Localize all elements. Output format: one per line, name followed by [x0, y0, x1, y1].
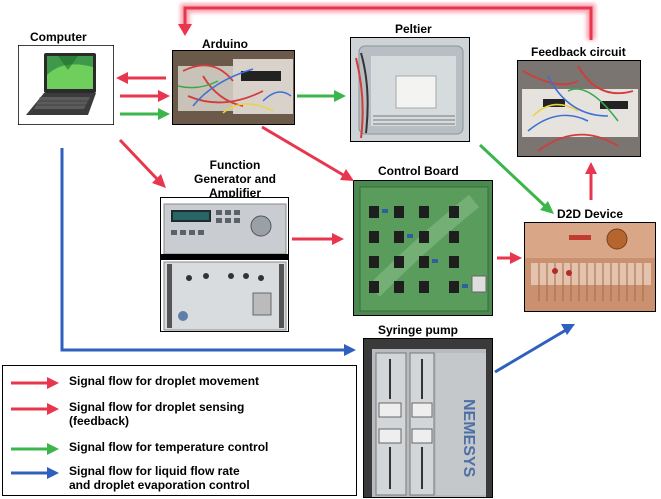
- arduino-image: [172, 50, 295, 125]
- legend-label-flow-rate-line-2: and droplet evaporation control: [69, 478, 250, 492]
- d2d-device-label: D2D Device: [557, 207, 624, 221]
- computer-to-syringe-pump-arrow: [60, 148, 356, 356]
- arduino-to-peltier-arrow: [297, 90, 346, 102]
- legend-label-flow-rate-control: Signal flow for liquid flow rate and dro…: [69, 464, 250, 492]
- function-generator-to-control-board-arrow: [292, 233, 344, 245]
- arduino-to-control-board-arrow: [261, 125, 354, 181]
- feedback-loop-arrow: [178, 3, 596, 40]
- feedback-circuit-image: [517, 60, 641, 157]
- peltier-label: Peltier: [395, 22, 432, 36]
- legend-label-droplet-movement: Signal flow for droplet movement: [69, 374, 260, 388]
- function-generator-line-2: Generator and: [193, 172, 277, 186]
- function-generator-image: [160, 197, 289, 332]
- computer-laptop-image: [18, 45, 114, 125]
- legend-item-flow-rate-control: Signal flow for liquid flow rate and dro…: [9, 464, 250, 492]
- syringe-pump-to-d2d-arrow: [494, 324, 575, 374]
- red-arrow-icon: [11, 377, 59, 389]
- nemesys-text: NEMESYS: [460, 399, 477, 478]
- legend-item-droplet-movement: Signal flow for droplet movement: [9, 374, 259, 390]
- legend-item-droplet-sensing: Signal flow for droplet sensing (feedbac…: [9, 400, 244, 428]
- computer-to-arduino-red-arrow: [120, 90, 170, 102]
- green-arrow-icon: [11, 443, 59, 455]
- legend-label-flow-rate-line-1: Signal flow for liquid flow rate: [69, 464, 240, 478]
- control-board-to-d2d-arrow: [497, 252, 522, 264]
- arduino-label: Arduino: [202, 37, 248, 51]
- computer-to-arduino-green-arrow: [120, 108, 170, 120]
- control-board-label: Control Board: [378, 164, 459, 178]
- computer-to-function-generator-arrow: [118, 138, 166, 188]
- legend: Signal flow for droplet movement Signal …: [2, 365, 357, 496]
- legend-label-droplet-sensing-line-1: Signal flow for droplet sensing: [69, 400, 245, 414]
- function-generator-label: Function Generator and Amplifier: [180, 158, 290, 200]
- syringe-pump-label: Syringe pump: [378, 323, 459, 337]
- function-generator-line-3: Amplifier: [208, 186, 261, 200]
- computer-label: Computer: [30, 30, 87, 44]
- control-board-image: [353, 180, 493, 316]
- legend-label-temperature-control: Signal flow for temperature control: [69, 440, 269, 454]
- legend-item-temperature-control: Signal flow for temperature control: [9, 440, 268, 456]
- blue-arrow-icon: [11, 467, 59, 479]
- arduino-to-computer-arrow: [116, 72, 168, 84]
- function-generator-line-1: Function: [209, 158, 261, 172]
- syringe-pump-image: NEMESYS: [363, 338, 493, 498]
- peltier-image: [350, 37, 470, 142]
- feedback-circuit-label: Feedback circuit: [531, 45, 626, 59]
- legend-label-droplet-sensing: Signal flow for droplet sensing (feedbac…: [69, 400, 244, 428]
- d2d-to-feedback-arrow: [585, 162, 597, 200]
- legend-label-droplet-sensing-line-2: (feedback): [69, 414, 130, 428]
- peltier-to-d2d-arrow: [478, 143, 554, 214]
- pink-glow-arrow-icon: [11, 403, 59, 415]
- d2d-device-image: [524, 222, 656, 312]
